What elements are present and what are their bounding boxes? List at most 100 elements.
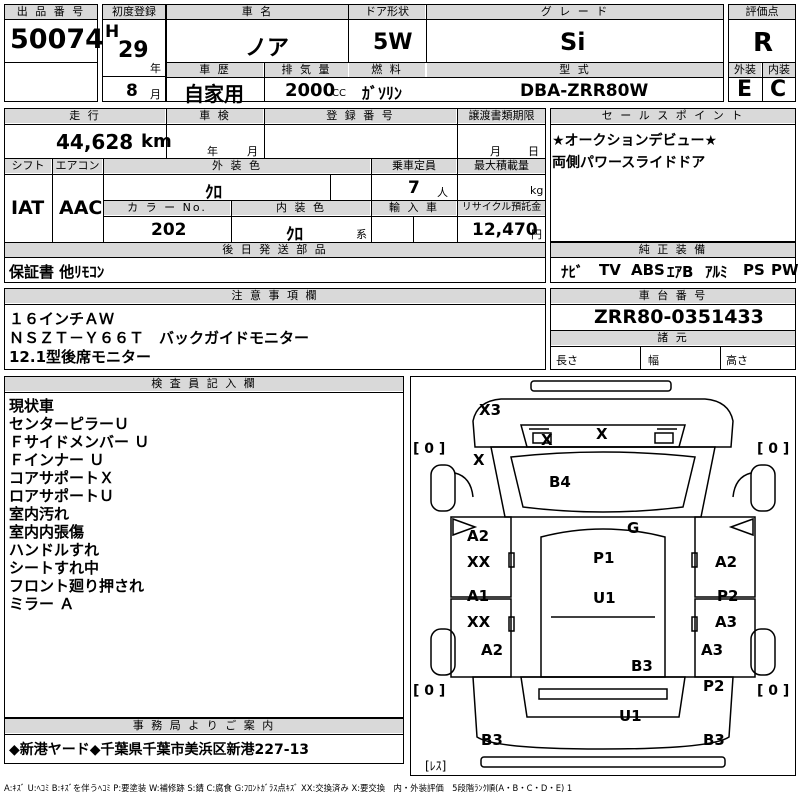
inspector-line: Ｆインナー Ｕ (9, 451, 105, 469)
sales-points-label: セ ー ル ス ポ イ ン ト (551, 109, 795, 123)
notes-label: 注 意 事 項 欄 (5, 289, 545, 303)
era: H (105, 22, 120, 42)
equipment-item: ABS (631, 261, 665, 279)
inspector-label: 検 査 員 記 入 欄 (5, 377, 403, 391)
sales-points-box (550, 108, 796, 242)
transfer-month-unit: 月 (490, 145, 501, 158)
int-color-label: 内 装 色 (232, 201, 370, 215)
mark-x: X (473, 451, 485, 469)
insp-month-unit: 月 (247, 145, 258, 158)
mark-p2: P2 (717, 587, 739, 605)
length-label: 長さ (556, 354, 578, 367)
grade-label: グ レ ー ド (427, 5, 723, 19)
inspector-line: Ｆサイドメンバー Ｕ (9, 433, 150, 451)
later-parts: 保証書 他ﾘﾓｺﾝ (9, 263, 105, 281)
reg-month: 8 (126, 81, 138, 101)
inspector-line: 現状車 (9, 397, 55, 415)
sales-point-line: ★オークションデビュー★ (552, 133, 718, 149)
mileage: 44,628 (56, 130, 134, 154)
tire-tread-rear-right: [ 0 ] (757, 683, 790, 699)
reg-month-unit: 月 (150, 88, 161, 101)
ext-color: ｸﾛ (205, 183, 222, 203)
mark-u1: U1 (593, 589, 616, 607)
history: 自家用 (184, 82, 244, 106)
shift: IAT (11, 197, 45, 219)
note-line: ＮＳＺＴ－Ｙ６６Ｔ バックガイドモニター (9, 329, 310, 347)
first-reg-box (102, 4, 166, 102)
inspector-line: ロアサポートＵ (9, 487, 115, 505)
equipment-item: PS (743, 261, 765, 279)
first-reg-label: 初度登録 (103, 5, 165, 19)
history-label: 車 歴 (167, 63, 263, 77)
ext-eval-label: 外装 (729, 63, 761, 77)
mark-b3: B3 (703, 731, 725, 749)
damage-diagram: X3 X X X B4 G A2 XX P1 A2 A1 U1 P2 XX A3… (410, 376, 796, 776)
chassis-label: 車 台 番 号 (551, 289, 795, 303)
insp-year-unit: 年 (207, 145, 218, 158)
int-color-unit: 系 (356, 228, 367, 241)
equipment-item: ｱﾙﾐ (705, 263, 728, 281)
capacity-label: 乗車定員 (372, 159, 456, 173)
mark-a2: A2 (481, 641, 504, 659)
mark-xx: XX (467, 553, 491, 571)
mark-g: G (627, 519, 640, 537)
mark-a2: A2 (467, 527, 490, 545)
tire-tread-rear-left: [ 0 ] (413, 683, 446, 699)
fuel: ｶﾞｿﾘﾝ (362, 84, 403, 103)
color-no-label: カ ラ ー No. (104, 201, 230, 215)
ext-eval: E (737, 77, 753, 102)
tire-tread-front-right: [ 0 ] (757, 441, 790, 457)
grade: Si (560, 28, 586, 56)
chassis-number: ZRR80-0351433 (594, 306, 764, 328)
inspection-label: 車 検 (167, 109, 263, 123)
mark-b3: B3 (631, 657, 653, 675)
color-no: 202 (151, 220, 187, 240)
later-parts-label: 後 日 発 送 部 品 (5, 243, 545, 257)
note-line: 12.1型後席モニター (9, 348, 152, 366)
mark-b3: B3 (481, 731, 503, 749)
int-eval-label: 内装 (763, 63, 795, 77)
office-label: 事 務 局 よ り ご 案 内 (5, 719, 403, 733)
int-color: ｸﾛ (286, 225, 303, 245)
mark-a1: A1 (467, 587, 490, 605)
mark-x: X (541, 431, 553, 449)
door-type: 5W (373, 30, 413, 55)
door-label: ドア形状 (349, 5, 425, 19)
tire-tread-front-left: [ 0 ] (413, 441, 446, 457)
reg-no-label: 登 録 番 号 (265, 109, 456, 123)
car-name-label: 車 名 (167, 5, 348, 19)
lot-number: 50074 (10, 24, 104, 55)
height-label: 高さ (726, 354, 748, 367)
equipment-item: ﾅﾋﾞ (561, 263, 584, 281)
inspector-line: 室内内張傷 (9, 523, 85, 541)
transfer-label: 譲渡書類期限 (458, 109, 545, 123)
spec-label: 諸 元 (551, 331, 795, 345)
equipment-item: TV (599, 261, 621, 279)
car-info-box (166, 4, 724, 102)
displacement-unit: CC (332, 88, 346, 99)
inspector-line: ミラー Ａ (9, 595, 75, 613)
max-load-label: 最大積載量 (458, 159, 545, 173)
model-label: 型 式 (427, 63, 723, 77)
lot-box (4, 4, 98, 102)
displacement-label: 排 気 量 (265, 63, 348, 77)
capacity: 7 (408, 178, 420, 198)
mark-p1: P1 (593, 549, 615, 567)
mark-u1: U1 (619, 707, 642, 725)
reg-year-unit: 年 (150, 62, 161, 75)
recycle-label: リサイクル預託金 (458, 201, 545, 215)
mark-a2: A2 (715, 553, 738, 571)
inspector-line: 室内汚れ (9, 505, 70, 523)
score-label: 評価点 (729, 5, 795, 19)
mark-x3: X3 (479, 401, 502, 419)
ac-label: エアコン (53, 159, 102, 173)
inspector-line: センターピラーＵ (9, 415, 130, 433)
mark-xx: XX (467, 613, 491, 631)
inspector-line: フロント廻り押され (9, 577, 145, 595)
max-load-unit: kg (530, 184, 544, 197)
shift-label: シフト (5, 159, 51, 173)
inspector-line: ハンドルすれ (9, 541, 100, 559)
recycle-unit: 円 (531, 228, 542, 241)
recycle: 12,470 (472, 220, 538, 240)
car-outline (430, 380, 776, 768)
